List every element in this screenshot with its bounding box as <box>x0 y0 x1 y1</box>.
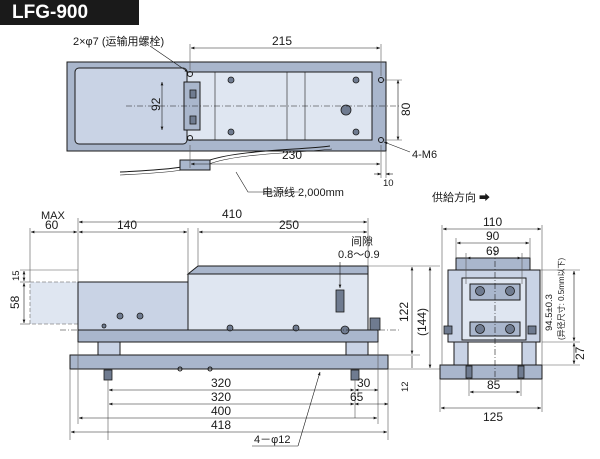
dim-side-30: 30 <box>357 376 371 390</box>
m6-hole <box>378 137 384 143</box>
dim-top-80: 80 <box>399 102 413 116</box>
dim-side-250: 250 <box>279 218 299 232</box>
dim-top-92: 92 <box>149 97 163 111</box>
dim-top-215: 215 <box>272 34 292 48</box>
dim-side-12: 12 <box>400 381 411 392</box>
end-view <box>439 225 580 412</box>
side-foot <box>345 341 369 356</box>
side-trough <box>77 281 189 331</box>
label-foot-holes: 4－φ12 <box>254 434 291 446</box>
dim-side-410: 410 <box>222 207 242 221</box>
dim-top-230: 230 <box>282 148 302 162</box>
label-transport-holes: 2×φ7 (运输用螺栓) <box>73 34 164 48</box>
cable-connector <box>179 159 211 171</box>
dim-side-140: 140 <box>117 218 137 232</box>
label-feed-direction: 供給方向 ➡ <box>432 190 490 204</box>
dim-side-122: 122 <box>397 302 411 322</box>
top-adjust-knob <box>340 104 352 116</box>
label-max: MAX <box>41 210 66 222</box>
end-base-plate <box>439 364 543 380</box>
dim-end-69: 69 <box>486 244 500 258</box>
dim-side-144: (144) <box>415 308 429 336</box>
end-trough <box>455 257 531 271</box>
side-base-plate <box>69 354 389 370</box>
top-bolt <box>227 76 235 84</box>
label-power-cable: 电源线 2,000mm <box>262 185 344 199</box>
top-view <box>66 44 411 193</box>
dim-end-27: 27 <box>573 346 587 360</box>
top-bolt <box>227 128 235 136</box>
end-foot <box>453 341 469 366</box>
dim-side-400: 400 <box>211 404 231 418</box>
dim-side-418: 418 <box>211 418 231 432</box>
dim-end-110: 110 <box>483 215 502 229</box>
end-foot <box>521 341 537 366</box>
dim-end-tolerance: 94.5±0.3 <box>544 294 555 331</box>
dim-end-125: 125 <box>483 410 503 424</box>
transport-bolt-hole <box>187 135 193 141</box>
top-bolt <box>352 128 360 136</box>
label-m6-holes: 4-M6 <box>412 149 437 161</box>
side-spring-base <box>77 329 379 343</box>
transport-bolt-hole <box>187 71 193 77</box>
dim-side-58: 58 <box>8 295 22 309</box>
dim-side-65: 65 <box>350 390 364 404</box>
dim-end-85: 85 <box>487 378 501 392</box>
dim-side-320b: 320 <box>211 390 231 404</box>
dim-side-60: 60 <box>45 218 59 232</box>
dim-side-15: 15 <box>11 270 22 281</box>
dim-end-90: 90 <box>486 229 500 243</box>
m6-hole <box>378 77 384 83</box>
model-title-badge: LFG-900 <box>0 0 139 25</box>
dim-top-10: 10 <box>383 178 394 189</box>
top-bolt <box>352 76 360 84</box>
side-trough-overhang <box>29 281 79 325</box>
dim-end-tolerance-note: (异径尺寸: 0.5mm以下) <box>556 257 566 340</box>
side-view <box>20 218 440 447</box>
dim-side-320a: 320 <box>211 376 231 390</box>
label-gap: 间隙 <box>351 234 373 248</box>
label-gap-value: 0.8～0.9 <box>338 249 380 261</box>
side-foot <box>97 341 121 356</box>
